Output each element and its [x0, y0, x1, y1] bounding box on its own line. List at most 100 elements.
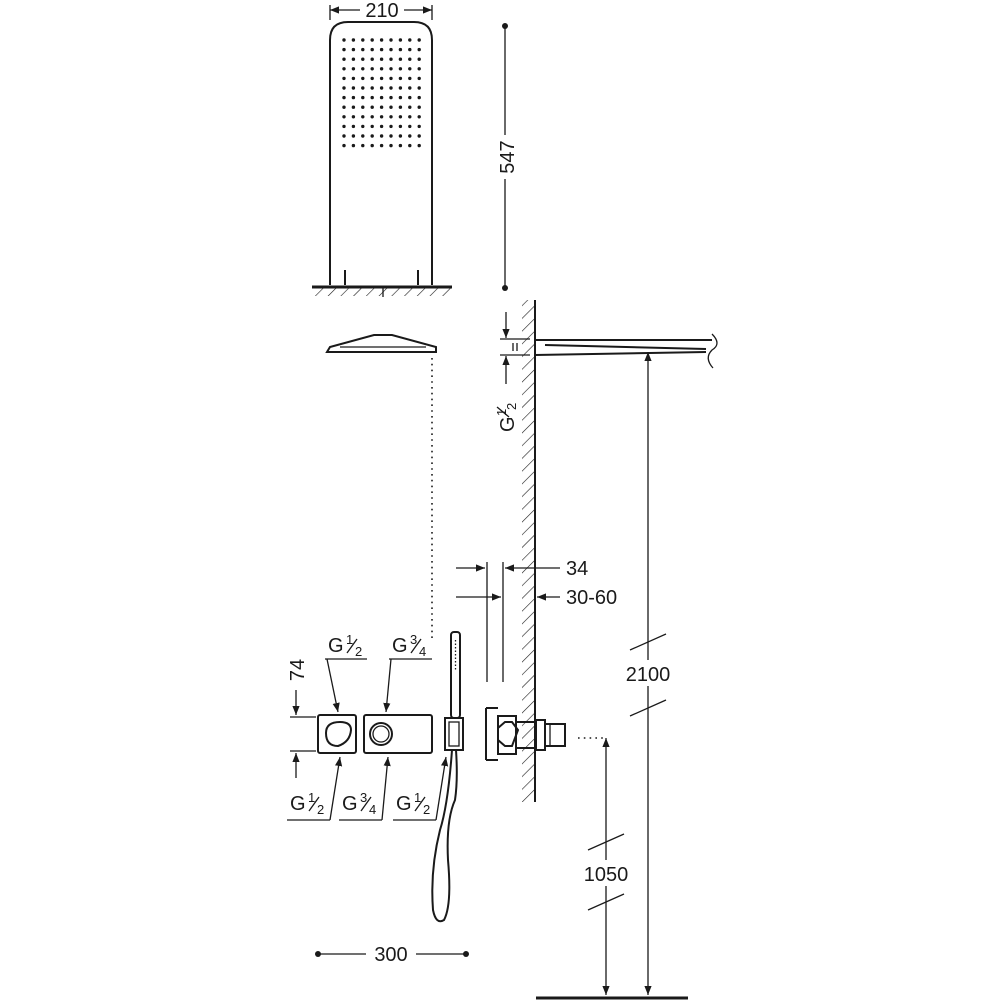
- ceiling-hatch: [312, 288, 452, 296]
- nozzle-dot: [408, 67, 412, 71]
- thread-den: 2: [317, 802, 324, 817]
- overall-width-label: 300: [374, 944, 407, 966]
- nozzle-dot: [417, 124, 421, 129]
- hand-shower: [431, 631, 464, 923]
- nozzle-dot: [361, 86, 365, 90]
- thread-g: G: [392, 635, 408, 657]
- nozzle-dot: [398, 105, 403, 109]
- nozzle-dot: [389, 95, 393, 100]
- nozzle-dot: [389, 134, 393, 138]
- nozzle-dot: [417, 76, 421, 81]
- nozzle-dot: [361, 95, 365, 100]
- nozzle-dot: [408, 38, 412, 42]
- leader-arrow: [383, 658, 392, 713]
- label-mask: [493, 135, 517, 179]
- leader-arrow: [329, 756, 343, 821]
- nozzle-dot: [389, 115, 393, 119]
- nozzle-dot: [389, 76, 393, 81]
- nozzle-dot: [351, 67, 356, 71]
- dimension-shower-height: 2100: [624, 352, 672, 995]
- nozzle-dot: [389, 143, 393, 148]
- nozzle-dot: [342, 95, 346, 100]
- nozzle-dot: [379, 143, 384, 148]
- nozzle-dot: [417, 95, 421, 100]
- shower-head-side-view: [325, 334, 437, 640]
- nozzle-dot: [389, 124, 393, 129]
- nozzle-dot: [361, 57, 365, 61]
- break-tick: [629, 699, 667, 717]
- nozzle-dot: [389, 86, 393, 90]
- arm-thread-label: G 1 2: [494, 403, 519, 432]
- nozzle-dot: [351, 76, 356, 81]
- nozzle-dot: [342, 115, 346, 119]
- nozzle-dot: [370, 47, 374, 52]
- valve-collar: [535, 719, 546, 751]
- nozzle-dot: [342, 47, 346, 52]
- nozzle-dot: [361, 134, 365, 138]
- nozzle-dot: [361, 115, 365, 119]
- thread-num: 3: [410, 632, 417, 647]
- nozzle-dot: [408, 76, 412, 81]
- nozzle-dot: [408, 115, 412, 119]
- nozzle-dot: [361, 38, 365, 42]
- nozzle-dot: [379, 67, 384, 71]
- nozzle-dot: [408, 57, 412, 61]
- nozzle-dot: [351, 38, 356, 42]
- depth-fixed-label: 34: [566, 558, 588, 580]
- nozzle-dot: [389, 67, 393, 71]
- nozzle-dot: [361, 76, 365, 81]
- leader-arrow: [381, 756, 391, 821]
- dimension-wall-depth: 34 30-60: [456, 558, 617, 682]
- nozzle-dot: [370, 134, 374, 138]
- shower-hose: [431, 749, 458, 923]
- break-tick: [587, 833, 625, 851]
- thread-num: 1: [414, 790, 421, 805]
- nozzle-grid: [342, 38, 421, 148]
- nozzle-dot: [417, 38, 421, 42]
- nozzle-dot: [361, 143, 365, 148]
- dimension-dot-bottom: [502, 285, 508, 291]
- arm-thread-g: G: [497, 416, 519, 432]
- thread-g: G: [396, 793, 412, 815]
- nozzle-dot: [408, 86, 412, 90]
- nozzle-dot: [398, 57, 403, 61]
- nozzle-dot: [379, 105, 384, 109]
- nozzle-dot: [351, 134, 356, 138]
- nozzle-dot: [370, 105, 374, 109]
- nozzle-dot: [398, 86, 403, 90]
- thread-label-bottom-3: G 1 2: [393, 756, 449, 821]
- nozzle-dot: [361, 124, 365, 129]
- break-tick: [629, 633, 667, 651]
- shower-head-outline: [325, 334, 437, 353]
- nozzle-dot: [370, 124, 374, 129]
- nozzle-dot: [398, 38, 403, 42]
- thread-label-top-right: G 3 4: [383, 632, 432, 713]
- nozzle-dot: [408, 47, 412, 52]
- diverter-knob: [324, 720, 353, 748]
- dimension-valve-height: 1050: [578, 737, 630, 995]
- thread-label-bottom-1: G 1 2: [287, 756, 343, 821]
- shower-panel-front-view: [312, 21, 452, 297]
- nozzle-dot: [379, 95, 384, 100]
- nozzle-dot: [342, 134, 346, 138]
- nozzle-dot: [361, 47, 365, 52]
- nozzle-dot: [417, 115, 421, 119]
- depth-range-label: 30-60: [566, 587, 617, 609]
- nozzle-dot: [417, 143, 421, 148]
- panel-outline: [329, 21, 433, 285]
- fraction-slash: [414, 796, 426, 812]
- thread-g: G: [342, 793, 358, 815]
- nozzle-dot: [389, 105, 393, 109]
- nozzle-dot: [342, 67, 346, 71]
- nozzle-dot: [342, 105, 346, 109]
- nozzle-dot: [351, 115, 356, 119]
- thread-den: 2: [423, 802, 430, 817]
- nozzle-dot: [351, 95, 356, 100]
- nozzle-dot: [351, 86, 356, 90]
- nozzle-dot: [398, 76, 403, 81]
- nozzle-dot: [398, 115, 403, 119]
- nozzle-dot: [370, 67, 374, 71]
- thread-label-bottom-2: G 3 4: [339, 756, 391, 821]
- nozzle-dot: [417, 47, 421, 52]
